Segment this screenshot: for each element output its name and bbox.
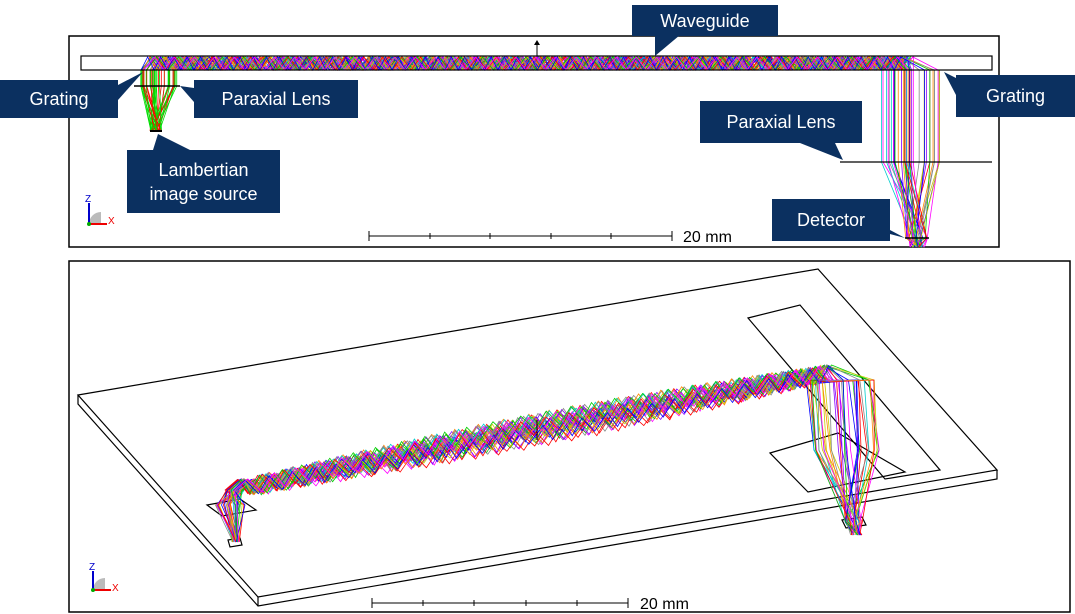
top-axis-triad: Z X [85, 194, 115, 227]
svg-text:Z: Z [89, 562, 95, 573]
ray [234, 365, 855, 543]
ray [145, 56, 919, 248]
ray [217, 367, 852, 543]
svg-text:X: X [108, 216, 115, 227]
ray [230, 365, 859, 543]
callout-pointer [153, 134, 190, 150]
callout-grating-right: Grating [956, 75, 1075, 117]
ray [153, 56, 940, 248]
callout-paraxial-lens-right: Paraxial Lens [700, 101, 862, 143]
arrow-head-icon [534, 40, 540, 45]
callout-paraxial-lens-left: Paraxial Lens [194, 80, 358, 118]
callout-pointer [655, 35, 680, 56]
ray [226, 366, 858, 543]
perspective-ray-traces [214, 364, 880, 543]
callout-pointer [944, 72, 956, 95]
bottom-axis-triad: Z X [89, 562, 119, 594]
callout-waveguide: Waveguide [632, 5, 778, 36]
top-scale-label: 20 mm [683, 229, 732, 246]
top-scale-bar [368, 231, 673, 241]
callout-pointer [118, 72, 143, 100]
ray [142, 56, 920, 248]
perspective-view-frame [68, 260, 1071, 613]
bottom-scale-label: 20 mm [640, 596, 689, 613]
callout-lambertian-source: Lambertian image source [127, 150, 280, 213]
bottom-scale-bar [371, 598, 629, 608]
ray [140, 56, 925, 248]
callout-grating-left: Grating [0, 80, 118, 118]
ray [142, 56, 922, 248]
callout-detector: Detector [772, 199, 890, 241]
callout-pointer [180, 86, 194, 102]
ray [229, 367, 875, 543]
svg-text:Z: Z [85, 194, 91, 205]
ray [233, 364, 861, 543]
svg-text:X: X [112, 583, 119, 594]
callout-pointer [800, 143, 843, 160]
